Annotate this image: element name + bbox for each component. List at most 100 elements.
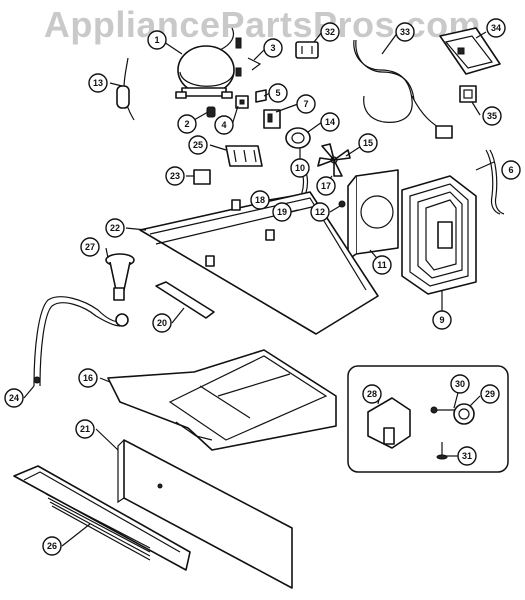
callout-label-32: 32 xyxy=(325,27,335,37)
callout-32: 32 xyxy=(320,22,340,42)
callout-label-4: 4 xyxy=(221,120,226,130)
callout-label-15: 15 xyxy=(363,138,373,148)
callout-label-13: 13 xyxy=(93,78,103,88)
callout-28: 28 xyxy=(362,384,382,404)
callout-label-35: 35 xyxy=(487,111,497,121)
callout-label-2: 2 xyxy=(184,119,189,129)
callout-2: 2 xyxy=(177,114,197,134)
part-24-drain-hose xyxy=(33,296,129,387)
callout-label-25: 25 xyxy=(193,140,203,150)
callout-label-30: 30 xyxy=(455,379,465,389)
callout-13: 13 xyxy=(88,73,108,93)
inset-box xyxy=(347,365,509,473)
callout-label-33: 33 xyxy=(400,27,410,37)
callout-9: 9 xyxy=(432,310,452,330)
callout-label-19: 19 xyxy=(277,207,287,217)
callout-19: 19 xyxy=(272,202,292,222)
callout-1: 1 xyxy=(147,30,167,50)
callout-label-24: 24 xyxy=(9,393,19,403)
part-25-bracket xyxy=(225,145,263,167)
part-1-compressor xyxy=(175,27,235,99)
part-7-start-relay xyxy=(263,109,281,129)
callout-label-11: 11 xyxy=(377,260,387,270)
callout-label-12: 12 xyxy=(315,207,325,217)
callout-35: 35 xyxy=(482,106,502,126)
callout-label-1: 1 xyxy=(154,35,159,45)
callout-label-26: 26 xyxy=(47,541,57,551)
callout-14: 14 xyxy=(320,112,340,132)
callout-21: 21 xyxy=(75,419,95,439)
callout-label-9: 9 xyxy=(439,315,444,325)
part-9-evaporator xyxy=(401,175,477,295)
callout-label-18: 18 xyxy=(255,195,265,205)
part-11-fan-shroud xyxy=(347,169,399,261)
callout-10: 10 xyxy=(290,158,310,178)
callout-label-6: 6 xyxy=(508,165,513,175)
callout-22: 22 xyxy=(105,218,125,238)
callout-label-20: 20 xyxy=(157,318,167,328)
callout-label-14: 14 xyxy=(325,117,335,127)
callout-16: 16 xyxy=(78,368,98,388)
part-21-access-panel xyxy=(117,439,293,589)
callout-label-21: 21 xyxy=(80,424,90,434)
part-20-foam-strip xyxy=(155,281,215,319)
callout-18: 18 xyxy=(250,190,270,210)
callout-label-27: 27 xyxy=(85,242,95,252)
part-13-capacitor xyxy=(116,57,135,121)
callout-26: 26 xyxy=(42,536,62,556)
callout-label-5: 5 xyxy=(275,88,280,98)
callout-label-16: 16 xyxy=(83,373,93,383)
callout-5: 5 xyxy=(268,83,288,103)
part-28-damper xyxy=(367,397,411,449)
callout-label-22: 22 xyxy=(110,223,120,233)
part-15-fan-blade xyxy=(317,143,351,177)
callout-6: 6 xyxy=(501,160,521,180)
part-bolts xyxy=(235,37,242,77)
callout-24: 24 xyxy=(4,388,24,408)
callout-12: 12 xyxy=(310,202,330,222)
callout-31: 31 xyxy=(457,446,477,466)
part-35-switch xyxy=(459,85,477,103)
callout-4: 4 xyxy=(214,115,234,135)
callout-label-31: 31 xyxy=(462,451,472,461)
part-33-wire-harness xyxy=(353,39,453,139)
callout-29: 29 xyxy=(480,384,500,404)
callout-33: 33 xyxy=(395,22,415,42)
part-6-drain-tube xyxy=(485,149,505,215)
part-16-drip-tray xyxy=(107,349,337,451)
callout-34: 34 xyxy=(486,18,506,38)
part-2-grommet xyxy=(206,106,216,118)
callout-27: 27 xyxy=(80,237,100,257)
part-34-control-box xyxy=(439,27,501,75)
callout-3: 3 xyxy=(263,38,283,58)
part-4-overload xyxy=(235,95,249,109)
part-3-clip xyxy=(247,57,262,71)
callout-23: 23 xyxy=(165,166,185,186)
callout-label-7: 7 xyxy=(303,99,308,109)
part-22-drain-pan xyxy=(139,191,379,335)
part-5-relay xyxy=(255,89,267,103)
part-23-block xyxy=(193,169,211,185)
callout-label-17: 17 xyxy=(321,181,331,191)
callout-label-10: 10 xyxy=(295,163,305,173)
part-30-screw xyxy=(430,406,456,414)
part-14-fan-motor xyxy=(285,127,311,149)
part-31-pin xyxy=(436,442,448,460)
callout-17: 17 xyxy=(316,176,336,196)
part-29-knob xyxy=(453,403,475,425)
callout-label-34: 34 xyxy=(491,23,501,33)
callout-30: 30 xyxy=(450,374,470,394)
callout-15: 15 xyxy=(358,133,378,153)
callout-11: 11 xyxy=(372,255,392,275)
part-26-toe-grille xyxy=(13,465,191,571)
callout-label-28: 28 xyxy=(367,389,377,399)
part-12-screw xyxy=(338,200,346,208)
callout-20: 20 xyxy=(152,313,172,333)
part-27-drain-funnel xyxy=(105,253,135,301)
callout-label-23: 23 xyxy=(170,171,180,181)
callout-7: 7 xyxy=(296,94,316,114)
callout-25: 25 xyxy=(188,135,208,155)
callout-label-29: 29 xyxy=(485,389,495,399)
callout-label-3: 3 xyxy=(270,43,275,53)
